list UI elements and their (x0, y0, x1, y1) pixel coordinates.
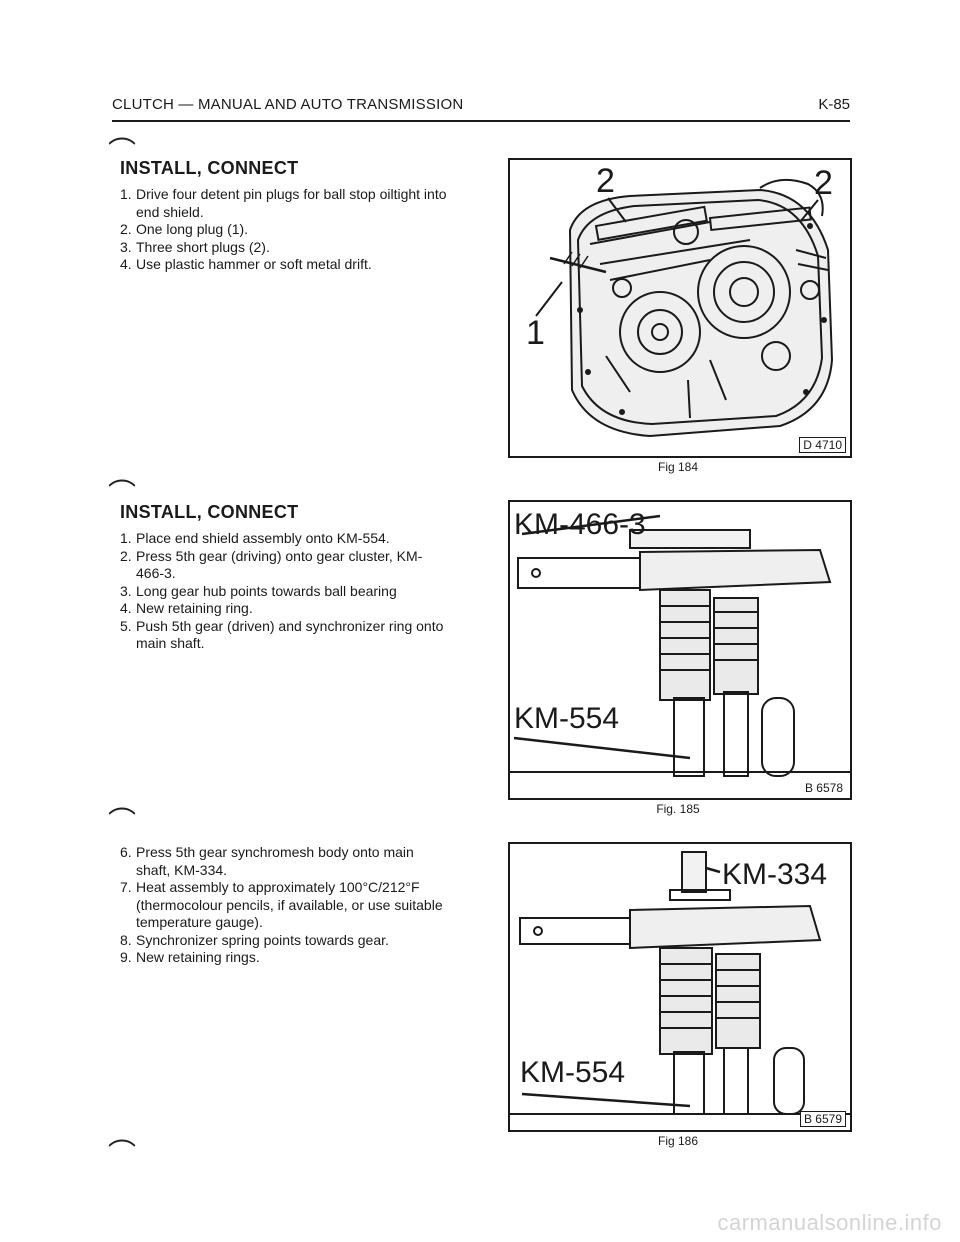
page-number: K-85 (818, 96, 850, 113)
step-item: 5.Push 5th gear (driven) and synchronize… (120, 617, 444, 652)
step-item: 4.Use plastic hammer or soft metal drift… (120, 256, 372, 272)
step-item: 1.Drive four detent pin plugs for ball s… (120, 186, 447, 220)
figure-label: KM-466-3 (514, 508, 646, 541)
step-item: 1.Place end shield assembly onto KM-554. (120, 530, 390, 546)
figure-caption: Fig 186 (657, 1134, 699, 1148)
margin-mark: ⌒ (108, 806, 137, 837)
end-shield-drawing: 2 2 1 (526, 162, 834, 438)
step-item: 2.Press 5th gear (driving) onto gear clu… (120, 547, 423, 582)
figure-label: KM-554 (514, 702, 619, 735)
gear-cluster-drawing: KM-466-3 KM-554 (510, 508, 850, 777)
step-item: 9.New retaining rings. (120, 949, 260, 965)
step-item: 3.Three short plugs (2). (120, 238, 270, 255)
step-list: 6.Press 5th gear synchromesh body onto m… (120, 844, 450, 967)
synchromesh-drawing: KM-334 KM-554 (510, 851, 850, 1115)
figure-186-synchromesh-press: KM-334 KM-554 B 6579 (508, 842, 852, 1132)
page-header: CLUTCH — MANUAL AND AUTO TRANSMISSION K-… (112, 96, 850, 122)
figure-caption: Fig. 185 (656, 802, 700, 816)
step-item: 8.Synchronizer spring points towards gea… (120, 931, 389, 948)
step-item: 2.One long plug (1). (120, 221, 249, 237)
section-title: INSTALL, CONNECT (120, 158, 299, 178)
figure-caption: Fig 184 (657, 460, 699, 474)
figure-184-end-shield: 2 2 1 D 4710 (508, 158, 852, 458)
figure-185-gear-cluster-press: KM-466-3 KM-554 B 6578 (508, 500, 852, 800)
step-item: 6.Press 5th gear synchromesh body onto m… (120, 844, 414, 878)
figure-code: B 6578 (801, 781, 846, 795)
figure-label: KM-334 (722, 858, 827, 891)
margin-mark: ⌒ (108, 478, 137, 509)
figure-label: 2 (814, 164, 833, 202)
figure-code: D 4710 (799, 437, 846, 453)
figure-label: KM-554 (520, 1056, 625, 1089)
margin-mark: ⌒ (108, 1138, 137, 1169)
watermark: carmanualsonline.info (717, 1210, 942, 1235)
step-item: 3.Long gear hub points towards ball bear… (120, 582, 397, 599)
figure-label: 1 (526, 314, 545, 352)
section-title: INSTALL, CONNECT (120, 502, 299, 522)
step-item: 7.Heat assembly to approximately 100°C/2… (120, 879, 443, 930)
step-list: 1.Place end shield assembly onto KM-554.… (120, 530, 450, 653)
step-list: 1.Drive four detent pin plugs for ball s… (120, 186, 450, 274)
header-title: CLUTCH — MANUAL AND AUTO TRANSMISSION (112, 96, 464, 113)
figure-label: 2 (596, 162, 615, 200)
step-item: 4.New retaining ring. (120, 600, 253, 616)
figure-code: B 6579 (799, 1111, 846, 1127)
margin-mark: ⌒ (108, 136, 137, 167)
